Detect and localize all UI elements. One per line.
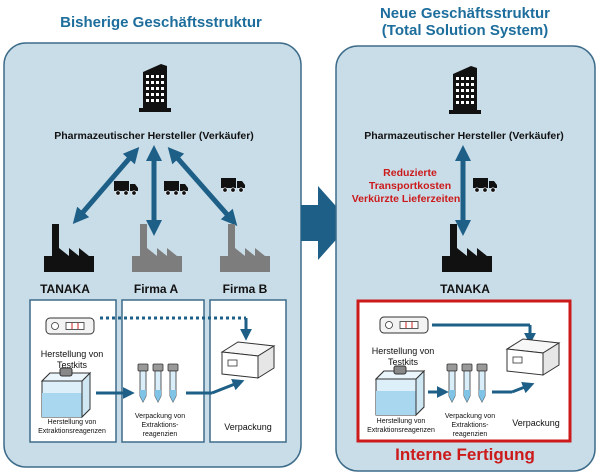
benefit-line2: Transportkosten	[369, 180, 451, 192]
step-packaging: Verpackung	[512, 418, 560, 428]
step-extraction-line2: Extraktionsreagenzen	[38, 428, 106, 435]
arrow-tubes-to-packaging	[211, 379, 245, 395]
right-manufacturer-label: Pharmazeutischer Hersteller (Verkäufer)	[364, 130, 564, 142]
left-manufacturer-label: Pharmazeutischer Hersteller (Verkäufer)	[54, 130, 254, 142]
benefit-line3: Verkürzte Lieferzeiten	[352, 193, 461, 205]
step-pack-reagents-line2: Extraktions-	[452, 422, 490, 429]
step-pack-reagents-line3: reagenzien	[453, 431, 488, 438]
step-extraction-line1: Herstellung von	[377, 418, 426, 425]
step-extraction-line1: Herstellung von	[48, 419, 97, 426]
left-title: Bisherige Geschäftsstruktur	[60, 14, 262, 31]
step-packaging: Verpackung	[224, 422, 272, 432]
step-pack-reagents-line3: reagenzien	[143, 431, 178, 438]
test-kit-icon	[45, 317, 95, 335]
inhouse-label: Interne Fertigung	[395, 445, 535, 464]
company-tanaka: TANAKA	[440, 282, 490, 296]
benefit-line1: Reduzierte	[383, 167, 437, 179]
box-icon	[506, 338, 560, 376]
step-pack-reagents-line1: Verpackung von	[445, 413, 495, 420]
step-pack-reagents-line1: Verpackung von	[135, 413, 185, 420]
step-testkits-line2: Testkits	[388, 357, 419, 367]
step-pack-reagents-line2: Extraktions-	[142, 422, 180, 429]
right-title-line1: Neue Geschäftsstruktur	[380, 5, 550, 22]
company-firma-b: Firma B	[223, 282, 268, 296]
arrow-manufacturer-tanaka	[72, 146, 140, 225]
step-testkits-line1: Herstellung von	[41, 349, 104, 359]
test-kit-icon	[379, 316, 429, 334]
company-tanaka: TANAKA	[40, 282, 90, 296]
company-firma-a: Firma A	[134, 282, 179, 296]
right-title-line2: (Total Solution System)	[382, 22, 548, 39]
step-extraction-line2: Extraktionsreagenzen	[367, 427, 435, 434]
arrow-tubes-to-packaging	[511, 382, 535, 394]
step-testkits-line2: Testkits	[57, 360, 88, 370]
arrow-manufacturer-firma-b	[167, 146, 238, 227]
reagent-container-icon	[41, 367, 91, 418]
big-arrow-icon	[301, 186, 351, 260]
box-icon	[221, 341, 275, 379]
step-testkits-line1: Herstellung von	[372, 346, 435, 356]
reagent-container-icon	[375, 365, 425, 416]
